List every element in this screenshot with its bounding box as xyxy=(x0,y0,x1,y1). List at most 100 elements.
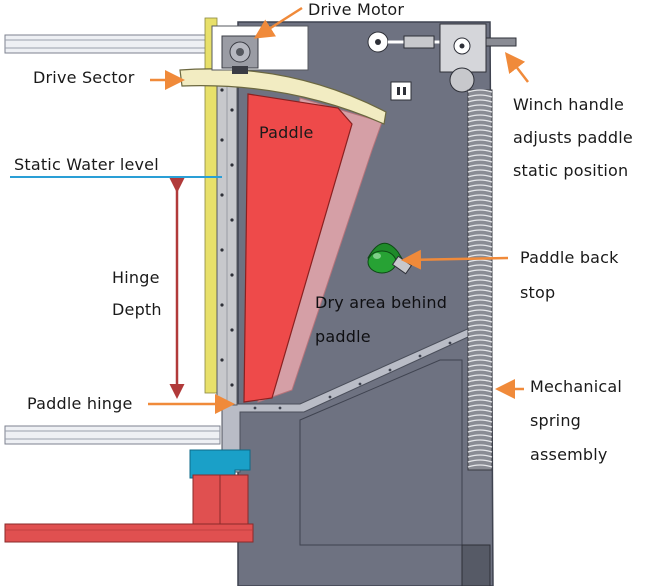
spring-winding xyxy=(467,274,493,278)
spring-winding xyxy=(467,259,493,263)
spring-winding xyxy=(467,114,493,118)
spring-winding xyxy=(467,179,493,183)
spring-winding xyxy=(467,169,493,173)
spring-winding xyxy=(467,189,493,193)
spring-winding xyxy=(467,174,493,178)
spring-winding xyxy=(467,294,493,298)
arrow-winch xyxy=(504,52,529,83)
label-hinge-depth-2: Depth xyxy=(110,300,164,319)
label-winch-1: Winch handle xyxy=(513,95,625,114)
frame-beam-bottom xyxy=(4,425,221,445)
spring-winding xyxy=(467,139,493,143)
paddle-wall xyxy=(204,17,238,406)
frame-beam-top xyxy=(4,34,221,54)
spring-winding xyxy=(467,309,493,313)
spring-coil xyxy=(467,89,493,471)
spring-winding xyxy=(467,434,493,438)
spring-winding xyxy=(467,299,493,303)
spring-winding xyxy=(467,254,493,258)
spring-winding xyxy=(467,354,493,358)
spring-winding xyxy=(467,464,493,468)
spring-winding xyxy=(467,404,493,408)
spring-winding xyxy=(467,439,493,443)
spring-winding xyxy=(467,394,493,398)
spring-winding xyxy=(467,454,493,458)
spring-winding xyxy=(467,94,493,98)
spring-winding xyxy=(467,364,493,368)
label-drive-sector: Drive Sector xyxy=(33,68,135,87)
spring-winding xyxy=(467,279,493,283)
spring-winding xyxy=(467,419,493,423)
label-drive-motor: Drive Motor xyxy=(308,0,405,19)
label-dry-area-2: paddle xyxy=(315,327,371,346)
spring-winding xyxy=(467,104,493,108)
label-back-stop-2: stop xyxy=(520,283,556,302)
spring-winding xyxy=(467,229,493,233)
spring-winding xyxy=(467,329,493,333)
label-winch-3: static position xyxy=(513,161,629,180)
winch-icon xyxy=(367,23,517,93)
spring-winding xyxy=(467,284,493,288)
spring-winding xyxy=(467,144,493,148)
label-paddle-hinge: Paddle hinge xyxy=(27,394,133,413)
spring-winding xyxy=(467,304,493,308)
label-static-water-level: Static Water level xyxy=(14,155,159,174)
spring-winding xyxy=(467,399,493,403)
arrow-back-stop xyxy=(401,249,509,270)
spring-winding xyxy=(467,389,493,393)
spring-winding xyxy=(467,164,493,168)
label-winch-2: adjusts paddle xyxy=(513,128,633,147)
spring-winding xyxy=(467,459,493,463)
spring-winding xyxy=(467,154,493,158)
spring-winding xyxy=(467,249,493,253)
spring-winding xyxy=(467,119,493,123)
spring-winding xyxy=(467,289,493,293)
label-paddle: Paddle xyxy=(259,123,314,142)
spring-winding xyxy=(467,184,493,188)
spring-winding xyxy=(467,129,493,133)
spring-winding xyxy=(467,109,493,113)
spring-winding xyxy=(467,379,493,383)
spring-winding xyxy=(467,204,493,208)
switch-box xyxy=(390,81,412,101)
spring-winding xyxy=(467,159,493,163)
spring-winding xyxy=(467,414,493,418)
spring-winding xyxy=(467,374,493,378)
spring-winding xyxy=(467,344,493,348)
label-dry-area-1: Dry area behind xyxy=(315,293,448,312)
spring-winding xyxy=(467,134,493,138)
corner-bracket xyxy=(461,544,491,586)
spring-winding xyxy=(467,194,493,198)
spring-winding xyxy=(467,239,493,243)
spring-winding xyxy=(467,244,493,248)
spring-winding xyxy=(467,219,493,223)
spring-winding xyxy=(467,334,493,338)
spring-winding xyxy=(467,314,493,318)
spring-winding xyxy=(467,384,493,388)
label-spring-2: spring xyxy=(530,411,582,430)
spring-winding xyxy=(467,149,493,153)
spring-winding xyxy=(467,324,493,328)
spring-winding xyxy=(467,444,493,448)
spring-winding xyxy=(467,214,493,218)
label-hinge-depth-1: Hinge xyxy=(110,268,162,287)
spring-winding xyxy=(467,424,493,428)
drive-sector-shape xyxy=(179,68,387,125)
tank-outline xyxy=(299,359,463,546)
spring-winding xyxy=(467,359,493,363)
spring-winding xyxy=(467,89,493,93)
spring-winding xyxy=(467,369,493,373)
spring-winding xyxy=(467,99,493,103)
spring-winding xyxy=(467,124,493,128)
spring-winding xyxy=(467,349,493,353)
arrow-drive-motor xyxy=(253,6,303,39)
label-back-stop-1: Paddle back xyxy=(520,248,619,267)
spring-winding xyxy=(467,339,493,343)
spring-winding xyxy=(467,199,493,203)
base-structure xyxy=(4,449,254,543)
spring-winding xyxy=(467,409,493,413)
spring-winding xyxy=(467,234,493,238)
spring-winding xyxy=(467,209,493,213)
